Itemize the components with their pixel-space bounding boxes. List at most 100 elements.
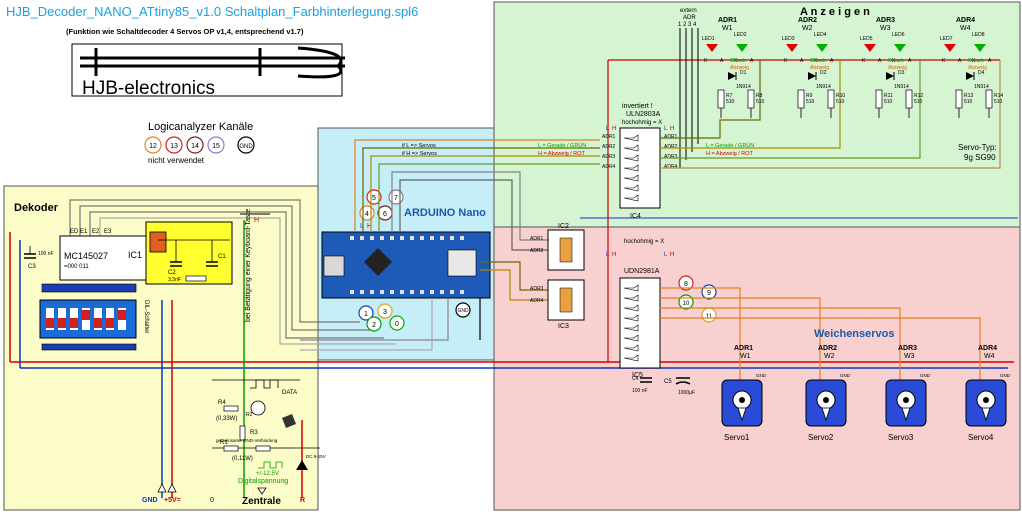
svg-text:GND: GND	[142, 497, 158, 504]
svg-text:ADR1: ADR1	[664, 134, 678, 140]
svg-text:DATA: DATA	[282, 390, 297, 396]
resistor-b	[747, 89, 755, 109]
extern-numbers: 1 2 3 4	[678, 22, 697, 28]
abzweig-label: Abzweig	[810, 65, 829, 71]
ka-k2: K	[972, 58, 976, 64]
svg-text:7: 7	[394, 195, 398, 202]
ic23-adr-labels: ADR1 ADR2 ADR3 ADR4	[530, 236, 544, 304]
diode-label: D3	[898, 70, 905, 76]
servo-type-label: Servo-Typ:	[958, 143, 997, 152]
servo-adr: ADR1	[734, 345, 753, 352]
servo-type: 9g SG90	[964, 153, 996, 162]
resistor-b-label: R8	[756, 93, 763, 99]
svg-text:+/-12,5V: +/-12,5V	[256, 471, 279, 477]
resistor-a	[797, 89, 805, 109]
diode-type: 1N914	[974, 84, 989, 90]
svg-text:100 nF: 100 nF	[38, 251, 54, 257]
led-a-label: LED7	[940, 36, 953, 42]
extern-lines	[679, 28, 699, 168]
resistor-b-value: 510	[914, 99, 923, 105]
arduino-signal-wires	[300, 139, 600, 351]
resistor-a	[955, 89, 963, 109]
led-b-label: LED2	[734, 32, 747, 38]
ka-a2: A	[908, 58, 912, 64]
ka-k: K	[942, 58, 946, 64]
svg-text:0: 0	[395, 321, 399, 328]
decoder-bus	[69, 199, 396, 345]
power-rails	[9, 59, 1018, 498]
svg-text:ADR2: ADR2	[602, 144, 616, 150]
servo-gnd: GND	[1000, 373, 1011, 378]
svg-text:+5V=: +5V=	[164, 497, 181, 504]
ic4-lh-marks: L H L H	[606, 126, 674, 132]
adr-block-title: ADR3	[876, 17, 895, 24]
adr-block-w: W2	[802, 25, 813, 32]
ic1-label: IC1	[128, 250, 142, 260]
rc-block: C2 3,3nF C1	[145, 221, 233, 285]
ic2: IC2	[547, 223, 585, 271]
svg-text:ADR1: ADR1	[530, 236, 544, 242]
led-green	[894, 44, 906, 52]
svg-text:E1: E1	[80, 229, 88, 235]
ka-a: A	[878, 58, 882, 64]
svg-text:R1: R1	[220, 440, 228, 446]
servo-adr: ADR3	[898, 345, 917, 352]
diode-label: D1	[740, 70, 747, 76]
svg-text:2: 2	[372, 322, 376, 329]
resistor-b	[905, 89, 913, 109]
subtitle: (Funktion wie Schaltdecoder 4 Servos OP …	[66, 27, 304, 36]
servo-adr: ADR4	[978, 345, 997, 352]
abzweig-label: Abzweig	[888, 65, 907, 71]
extern-adr: ADR	[683, 15, 696, 21]
diode-symbol	[728, 72, 736, 80]
ka-a2: A	[988, 58, 992, 64]
svg-text:C3: C3	[28, 264, 36, 270]
resistor-b	[827, 89, 835, 109]
servo-name: Servo2	[808, 433, 834, 442]
svg-text:13: 13	[170, 143, 178, 150]
ic4-uln2803a: IC4	[619, 127, 661, 220]
svg-text:ADR2: ADR2	[530, 248, 544, 254]
servo-name: Servo3	[888, 433, 914, 442]
state-line-h: H = Abzweig / ROT	[538, 151, 586, 157]
led-red	[864, 44, 876, 52]
ka-k2: K	[814, 58, 818, 64]
led-a-label: LED3	[782, 36, 795, 42]
diode-symbol	[808, 72, 816, 80]
diode-label: D4	[978, 70, 985, 76]
servo-w: W4	[984, 353, 995, 360]
led-b-label: LED8	[972, 32, 985, 38]
gerade-label: Gerade	[888, 58, 905, 64]
diode-symbol	[886, 72, 894, 80]
state-right-h: H = Abzweig / ROT	[706, 151, 754, 157]
key-h: H	[254, 217, 259, 224]
servo-line-l: if L => Servos	[402, 143, 436, 149]
svg-text:L: L	[664, 252, 668, 258]
svg-text:14: 14	[191, 143, 199, 150]
diode-type: 1N914	[894, 84, 909, 90]
servo-name: Servo4	[968, 433, 994, 442]
servo-w: W1	[740, 353, 751, 360]
resistor-a-value: 510	[964, 99, 973, 105]
svg-text:Digitalspannung: Digitalspannung	[238, 478, 288, 485]
svg-text:11: 11	[706, 314, 713, 320]
diode-type: 1N914	[736, 84, 751, 90]
svg-text:C4: C4	[632, 376, 639, 382]
svg-text:ED: ED	[70, 229, 79, 235]
svg-text:R4: R4	[218, 400, 226, 406]
svg-text:0: 0	[210, 497, 214, 504]
logicanalyzer-title: Logicanalyzer Kanäle	[148, 121, 253, 133]
resistor-b	[985, 89, 993, 109]
gerade-label: Gerade	[810, 58, 827, 64]
svg-text:gemeinsame GND-Verbindung: gemeinsame GND-Verbindung	[216, 438, 278, 443]
state-right-l: L = Gerade / GRÜN	[706, 142, 754, 149]
led-red	[786, 44, 798, 52]
resistor-a	[875, 89, 883, 109]
ic1-name: MC145027	[64, 251, 108, 261]
diode-type: 1N914	[816, 84, 831, 90]
